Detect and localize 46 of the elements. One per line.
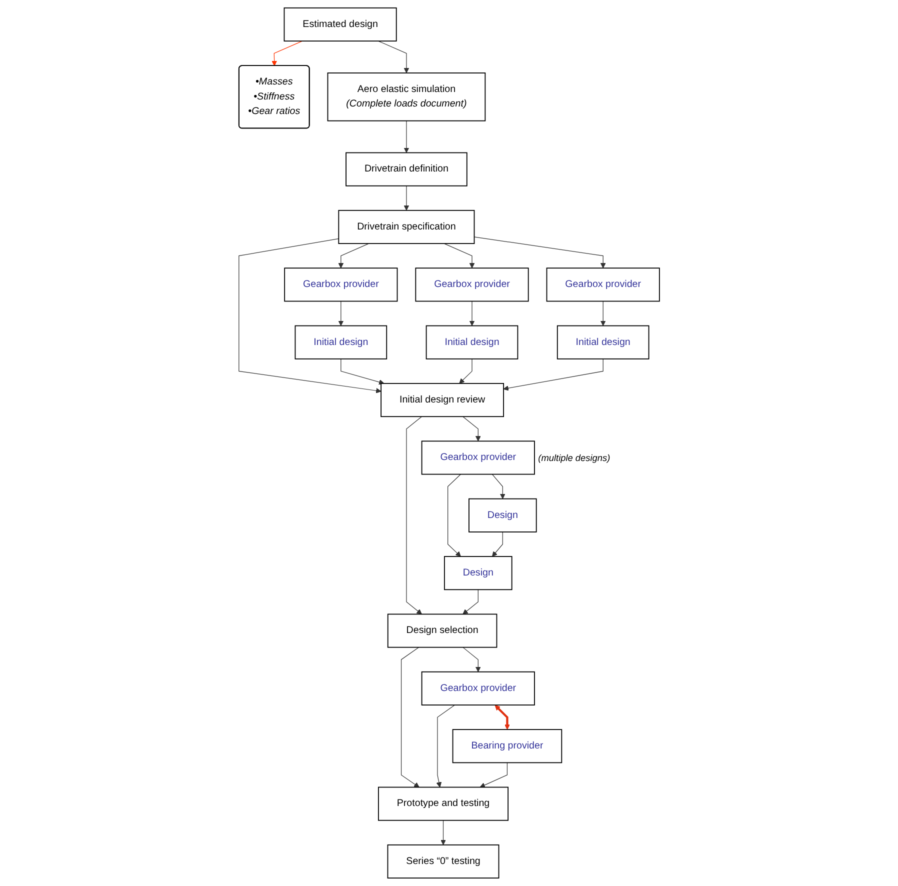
arrow: [400, 647, 420, 788]
node-box: Prototype and testing: [378, 786, 508, 821]
arrow: [404, 186, 409, 211]
arrow: [462, 589, 478, 614]
node-box: Initial design review: [380, 383, 504, 418]
arrow: [338, 243, 369, 268]
arrow: [440, 820, 446, 846]
node-box: Design: [468, 498, 537, 532]
arrow: [469, 300, 475, 326]
arrow: [404, 120, 409, 153]
node-box: Gearbox provider: [421, 671, 535, 706]
arrow: [503, 358, 604, 391]
arrow: [462, 416, 481, 442]
node-box: Bearing provider: [452, 729, 562, 764]
arrow: [378, 40, 409, 74]
node-note: (multiple designs): [538, 452, 610, 463]
arrow: [238, 238, 382, 394]
node-box: Initial design: [294, 325, 387, 360]
arrow: [492, 532, 503, 557]
arrow: [444, 243, 475, 268]
node-box: Series “0” testing: [387, 844, 500, 879]
arrow: [600, 300, 606, 326]
arrow: [271, 40, 302, 66]
node-box: Design selection: [387, 614, 498, 648]
node-box: Drivetrain specification: [338, 210, 475, 244]
node-box: Design: [444, 556, 512, 590]
node-box: Drivetrain definition: [345, 152, 468, 186]
arrow: [338, 300, 344, 326]
arrow: [406, 416, 422, 614]
arrow: [462, 647, 481, 672]
node-box: Gearbox provider: [421, 440, 535, 475]
arrow: [474, 236, 606, 268]
arrow: [340, 358, 384, 385]
node-box: Estimated design: [284, 7, 397, 42]
arrow: [494, 704, 510, 730]
node-box: Initial design: [556, 325, 650, 360]
arrow: [447, 474, 461, 557]
arrow: [480, 762, 508, 788]
node-box: Gearbox provider: [546, 268, 660, 302]
arrow: [492, 474, 506, 500]
arrow: [458, 358, 472, 384]
node-box: Gearbox provider: [415, 268, 529, 302]
arrow: [436, 704, 455, 788]
node-box: Initial design: [426, 325, 518, 360]
node-box: Aero elastic simulation (Complete loads document): [327, 72, 486, 122]
node-box: Gearbox provider: [284, 268, 398, 302]
